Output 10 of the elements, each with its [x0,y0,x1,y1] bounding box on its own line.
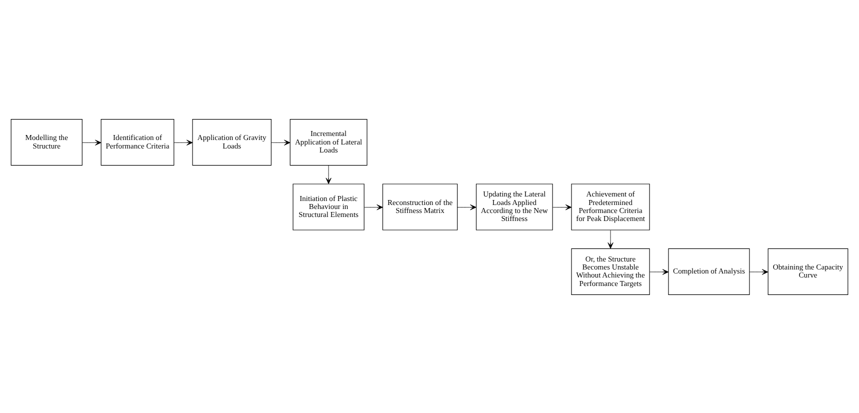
arrow [608,229,614,248]
arrow [174,139,193,145]
arrow [82,139,102,145]
arrow [270,139,290,145]
arrow [552,204,572,210]
arrow [457,204,476,210]
arrow [364,204,383,210]
arrow [649,268,669,274]
arrow [749,268,768,274]
arrow [326,164,332,184]
